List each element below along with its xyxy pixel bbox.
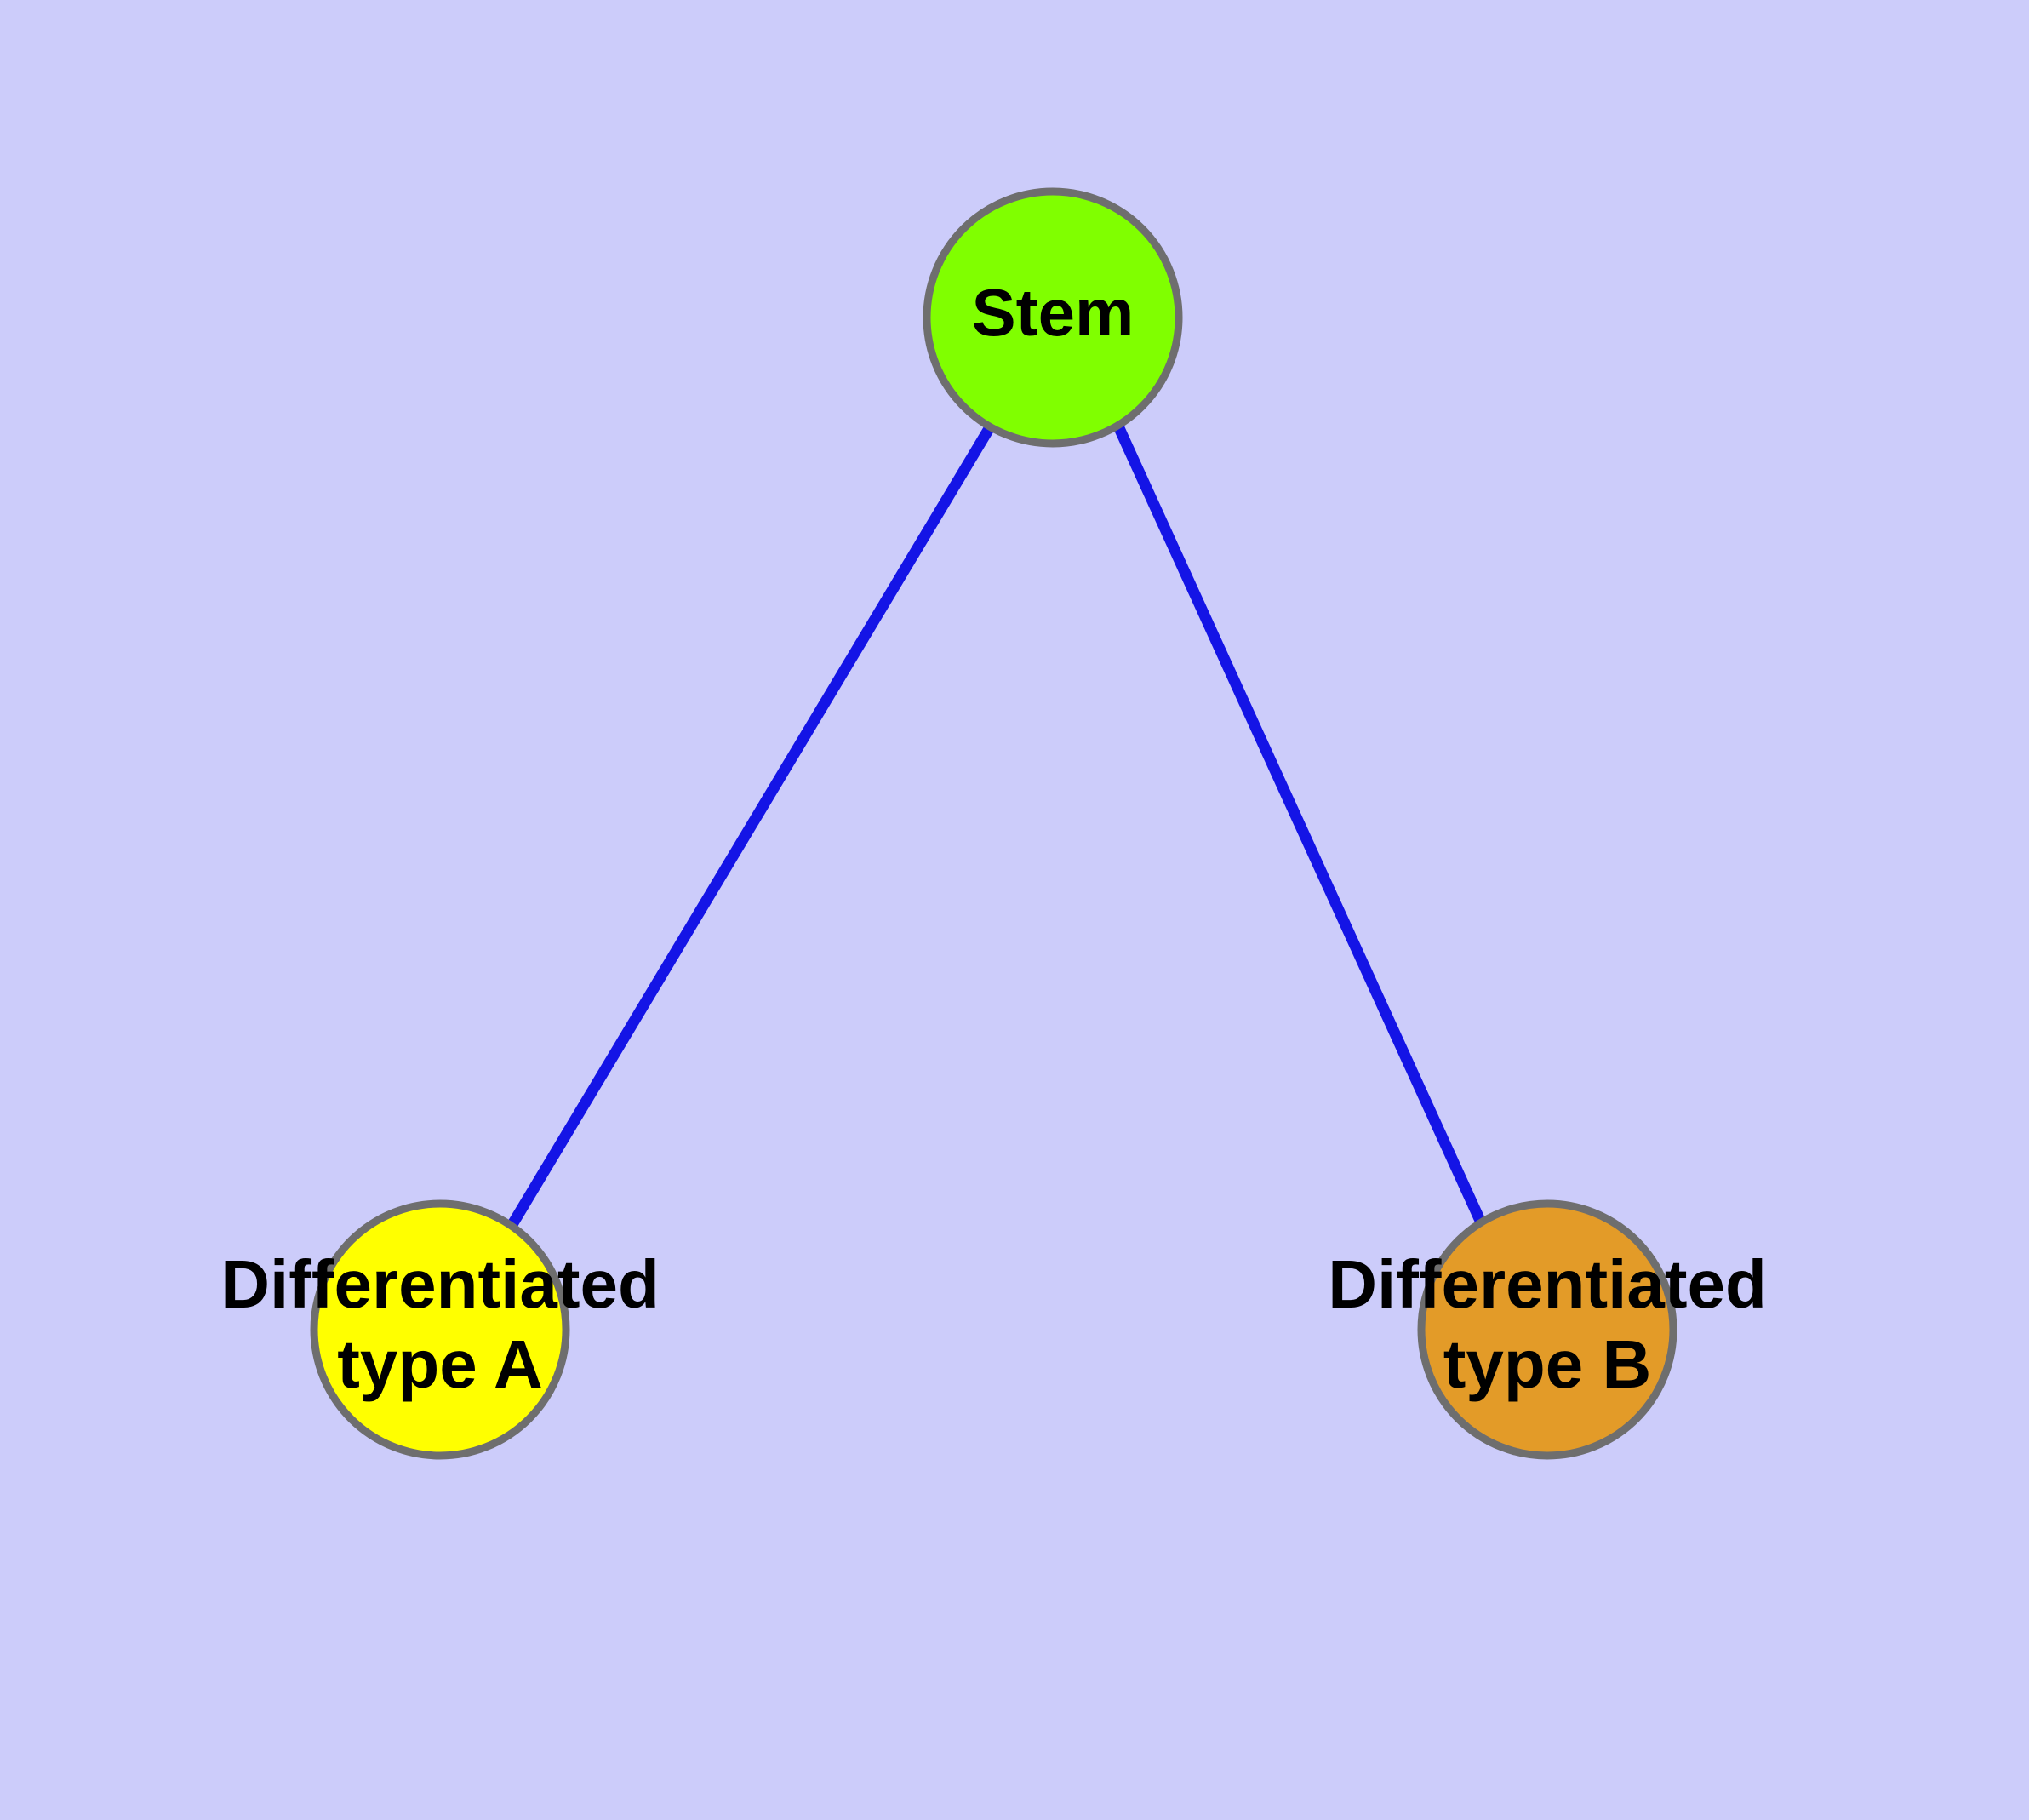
node-label-line: Stem [972,275,1135,350]
node-stem[interactable]: Stem [923,187,1183,448]
node-label-line: type B [1443,1326,1652,1402]
node-label-line: Differentiated [1328,1246,1767,1322]
node-circle-diff_b[interactable] [1417,1199,1677,1460]
node-label-line: Differentiated [220,1246,660,1322]
edge-stem-diff-a[interactable] [506,424,995,1229]
edge-stem-diff-b[interactable] [1114,426,1487,1227]
node-label-line: type A [337,1326,543,1402]
node-label-stem: Stem [972,275,1135,350]
node-circle-stem[interactable] [923,187,1183,448]
edges-group [506,424,1487,1229]
node-circle-diff_a[interactable] [310,1199,570,1460]
